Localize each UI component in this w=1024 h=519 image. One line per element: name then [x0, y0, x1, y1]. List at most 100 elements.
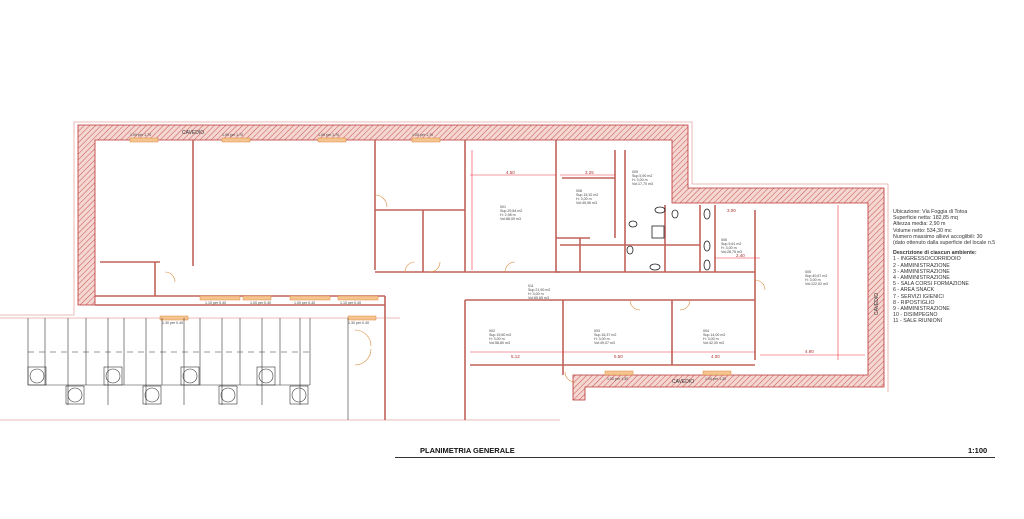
window-labels: 1.00 per 1.70 1.00 per 1.70 1.00 per 1.7… — [130, 133, 726, 381]
pillars — [27, 366, 309, 405]
svg-text:002: 002 — [489, 329, 495, 333]
svg-text:Sup.40,67 m2: Sup.40,67 m2 — [805, 274, 827, 278]
svg-text:H: 3,00 m: H: 3,00 m — [805, 278, 821, 282]
svg-text:004: 004 — [703, 329, 709, 333]
info-line: Numero massimo allievi accoglibili: 30 — [893, 233, 983, 240]
room-label-011: 011 Sup.21,90 m2 H: 3,00 m Vol:65,65 m3 — [528, 284, 550, 300]
svg-text:006: 006 — [721, 238, 727, 242]
info-line: Ubicazione: Via Foggia di Totoa — [893, 209, 968, 215]
svg-text:1.30 per 0.40: 1.30 per 0.40 — [348, 321, 369, 325]
svg-text:1.10 per 0.40: 1.10 per 0.40 — [340, 301, 361, 305]
svg-text:5.12: 5.12 — [511, 354, 520, 359]
svg-text:1.00 per 0.40: 1.00 per 0.40 — [250, 301, 271, 305]
svg-text:4.50: 4.50 — [506, 170, 515, 175]
svg-text:Sup.21,90 m2: Sup.21,90 m2 — [528, 288, 550, 292]
svg-text:1.00 per 1.70: 1.00 per 1.70 — [130, 133, 151, 137]
doors — [164, 194, 766, 383]
cavedio-label: CAVEDIO — [874, 293, 880, 315]
svg-text:Vol:49,07 m3: Vol:49,07 m3 — [594, 341, 615, 345]
room-label-009: 009 Sup.5,90 m2 H: 3,00 m Vol:17,70 m3 — [632, 170, 653, 186]
legend-heading: Descrizione di ciascun ambiente: — [893, 250, 977, 257]
svg-text:1.00 per 1.70: 1.00 per 1.70 — [318, 133, 339, 137]
legend-item: 10 - DISIMPEGNO — [893, 312, 938, 319]
svg-text:1.00 per 0.40: 1.00 per 0.40 — [294, 301, 315, 305]
room-label-003: 003 Sup.16,37 m2 H: 3,00 m Vol:49,07 m3 — [594, 329, 616, 345]
drawing-title: PLANIMETRIA GENERALE — [420, 446, 515, 455]
svg-text:4.00: 4.00 — [711, 354, 720, 359]
svg-text:Sup.16,37 m2: Sup.16,37 m2 — [594, 333, 616, 337]
legend-item: 7 - SERVIZI IGIENICI — [893, 293, 944, 300]
svg-text:Sup.19,60 m2: Sup.19,60 m2 — [489, 333, 511, 337]
svg-text:3.25: 3.25 — [585, 170, 594, 175]
room-label-004: 004 Sup.14,00 m2 H: 3,00 m Vol:42,00 m3 — [703, 329, 725, 345]
cavedio-label: CAVEDIO — [182, 130, 204, 136]
info-line: Superficie netta: 182,85 mq — [893, 215, 958, 222]
legend-item: 9 - AMMINISTRAZIONE — [893, 306, 950, 313]
svg-text:Vol:17,70 m3: Vol:17,70 m3 — [632, 182, 653, 186]
drawing-scale: 1:100 — [968, 446, 988, 455]
svg-text:008: 008 — [576, 189, 582, 193]
svg-text:H: 3,00 m: H: 3,00 m — [632, 178, 648, 182]
svg-text:011: 011 — [528, 284, 534, 288]
svg-text:Vol:88,09 m3: Vol:88,09 m3 — [500, 217, 521, 221]
legend-item: 4 - AMMINISTRAZIONE — [893, 275, 950, 282]
svg-text:2.40: 2.40 — [736, 253, 745, 258]
title-underline — [395, 457, 995, 458]
info-line: Altezza media: 2,90 m — [893, 221, 946, 228]
svg-text:H: 2,98 m: H: 2,98 m — [500, 213, 516, 217]
dimension-labels: 4.50 3.25 3.00 2.40 5.12 5.50 4.00 4.90 — [506, 170, 814, 359]
svg-text:Vol:28,75 m3: Vol:28,75 m3 — [721, 250, 742, 254]
svg-text:Sup.29,84 m2: Sup.29,84 m2 — [500, 209, 522, 213]
svg-text:Sup.5,90 m2: Sup.5,90 m2 — [632, 174, 652, 178]
svg-text:H: 3,00 m: H: 3,00 m — [594, 337, 610, 341]
svg-text:5.50: 5.50 — [614, 354, 623, 359]
svg-text:1.00 per 1.70: 1.00 per 1.70 — [222, 133, 243, 137]
sanitary-fixtures — [626, 206, 711, 271]
svg-text:Sup.15,32 m2: Sup.15,32 m2 — [576, 193, 598, 197]
room-label-001: 001 Sup.29,84 m2 H: 2,98 m Vol:88,09 m3 — [500, 205, 522, 221]
info-line: Volume netto: 534,30 mc — [893, 227, 952, 234]
svg-text:009: 009 — [632, 170, 638, 174]
svg-text:003: 003 — [594, 329, 600, 333]
room-label-005: 005 Sup.40,67 m2 H: 3,00 m Vol:122,02 m3 — [805, 270, 828, 286]
svg-text:1.10 per 0.40: 1.10 per 0.40 — [205, 301, 226, 305]
cavedio-label: CAVEDIO — [672, 379, 694, 385]
room-label-006: 006 Sup.9,61 m2 H: 3,00 m Vol:28,75 m3 — [721, 238, 742, 254]
legend-item: 5 - SALA CORSI FORMAZIONE — [893, 281, 969, 288]
dimension-lines — [470, 150, 865, 360]
parking-area — [27, 318, 349, 420]
info-line: (dato ottenuto dalla superficie del loca… — [893, 240, 996, 247]
svg-text:Vol:65,65 m3: Vol:65,65 m3 — [528, 296, 549, 300]
legend-item: 2 - AMMINISTRAZIONE — [893, 262, 950, 269]
svg-text:Vol:45,96 m3: Vol:45,96 m3 — [576, 201, 597, 205]
exterior-wall — [77, 124, 885, 401]
svg-text:H: 3,00 m: H: 3,00 m — [576, 197, 592, 201]
svg-text:H: 3,00 m: H: 3,00 m — [528, 292, 544, 296]
svg-text:Vol:58,80 m3: Vol:58,80 m3 — [489, 341, 510, 345]
room-label-002: 002 Sup.19,60 m2 H: 3,00 m Vol:58,80 m3 — [489, 329, 511, 345]
windows — [129, 137, 732, 376]
svg-text:1.00 per 1.70: 1.00 per 1.70 — [412, 133, 433, 137]
svg-text:1.00 per 1.30: 1.00 per 1.30 — [705, 377, 726, 381]
legend-item: 8 - RIPOSTIGLIO — [893, 299, 935, 306]
project-info: Ubicazione: Via Foggia di Totoa Superfic… — [893, 209, 995, 325]
svg-text:Vol:122,02 m3: Vol:122,02 m3 — [805, 282, 828, 286]
legend-item: 1 - INGRESSO/CORRIDOIO — [893, 256, 961, 263]
svg-text:H: 3,00 m: H: 3,00 m — [703, 337, 719, 341]
legend-item: 11 - SALE RIUNIONI — [893, 318, 943, 325]
legend-item: 6 - AREA SNACK — [893, 287, 935, 294]
svg-text:Vol:42,00 m3: Vol:42,00 m3 — [703, 341, 724, 345]
room-label-008: 008 Sup.15,32 m2 H: 3,00 m Vol:45,96 m3 — [576, 189, 598, 205]
legend-item: 3 - AMMINISTRAZIONE — [893, 268, 950, 275]
svg-text:Sup.9,61 m2: Sup.9,61 m2 — [721, 242, 741, 246]
svg-text:Sup.14,00 m2: Sup.14,00 m2 — [703, 333, 725, 337]
svg-text:3.00: 3.00 — [727, 208, 736, 213]
svg-text:1.30 per 0.40: 1.30 per 0.40 — [162, 321, 183, 325]
svg-text:4.90: 4.90 — [805, 349, 814, 354]
svg-text:1.00 per 1.30: 1.00 per 1.30 — [607, 377, 628, 381]
svg-text:H: 3,00 m: H: 3,00 m — [721, 246, 737, 250]
svg-text:005: 005 — [805, 270, 811, 274]
svg-text:001: 001 — [500, 205, 506, 209]
svg-text:H: 3,00 m: H: 3,00 m — [489, 337, 505, 341]
